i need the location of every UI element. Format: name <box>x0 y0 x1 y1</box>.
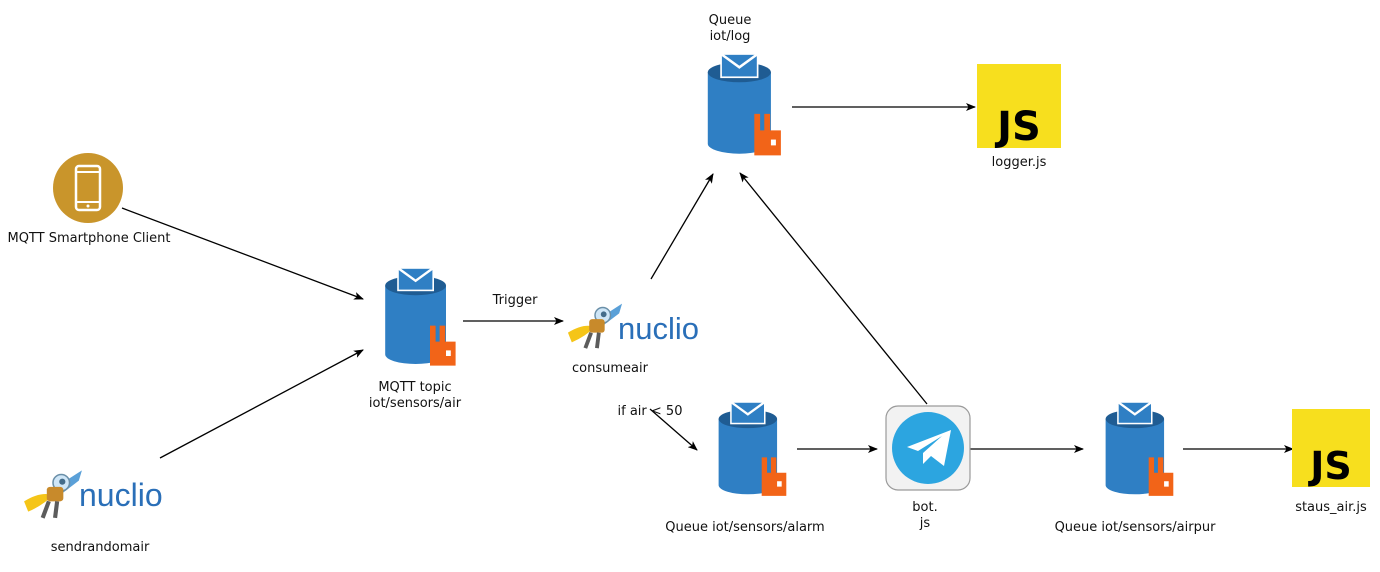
queue-airpur-label: Queue iot/sensors/airpur <box>1054 520 1216 535</box>
js-badge-text: JS <box>1307 444 1352 488</box>
mqtt-topic-label-line2: iot/sensors/air <box>368 396 462 411</box>
queue-alarm-label: Queue iot/sensors/alarm <box>665 520 825 535</box>
logger-label: logger.js <box>991 155 1047 170</box>
queue-log-icon <box>706 54 783 157</box>
trigger-edge-label: Trigger <box>492 293 538 308</box>
sendrandomair-label: sendrandomair <box>50 540 150 555</box>
consumeair-nuclio-logo: nuclio <box>566 301 699 351</box>
smartphone-client-label: MQTT Smartphone Client <box>7 231 171 246</box>
telegram-bot-icon <box>885 405 971 491</box>
bot-label-line2: js <box>919 516 931 531</box>
mqtt-topic-queue-icon <box>383 268 458 368</box>
bot-label-line1: bot. <box>912 500 938 515</box>
status-air-javascript-icon: JS <box>1292 409 1370 488</box>
nuclio-wordmark: nuclio <box>618 311 699 346</box>
logger-javascript-icon: JS <box>977 64 1061 150</box>
queue-alarm-icon <box>717 402 788 498</box>
sendrandomair-nuclio-logo: nuclio <box>24 470 163 518</box>
js-badge-text: JS <box>994 104 1041 150</box>
condition-edge-label: if air < 50 <box>617 404 683 419</box>
edge-consumeair-to-alarm <box>649 408 698 451</box>
edges <box>121 103 1294 459</box>
smartphone-client-icon <box>53 153 123 223</box>
queue-airpur-icon <box>1104 402 1175 498</box>
queue-log-label-line1: Queue <box>708 13 752 28</box>
status-air-label: staus_air.js <box>1295 500 1367 515</box>
mqtt-topic-label-line1: MQTT topic <box>378 380 452 395</box>
edge-sendrandomair-to-mqtt <box>159 349 364 459</box>
edge-consumeair-to-log <box>650 173 714 280</box>
edge-bot-to-log <box>739 172 928 405</box>
nuclio-wordmark: nuclio <box>79 477 163 513</box>
edge-smartphone-to-mqtt <box>121 207 364 300</box>
consumeair-label: consumeair <box>572 361 648 376</box>
queue-log-label-line2: iot/log <box>709 29 751 44</box>
